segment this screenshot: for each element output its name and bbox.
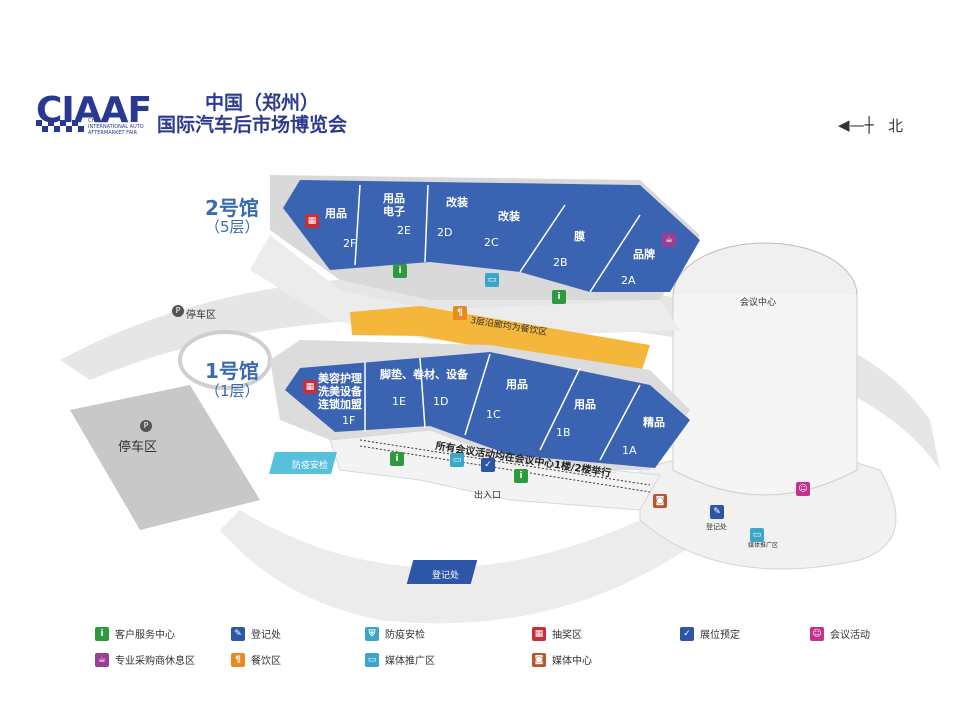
legend-item: ▭ 媒体推广区 <box>365 652 435 667</box>
hall2-floor <box>283 180 700 292</box>
title-line1: 中国（郑州） <box>205 92 320 114</box>
media-promo-small-label: 媒体推广区 <box>748 542 779 549</box>
zone-2f-code: 2F <box>343 237 357 250</box>
north-label: 北 <box>888 117 904 135</box>
hall2-title: 2号馆 <box>205 196 259 220</box>
meeting-icon: ☺ <box>810 626 824 641</box>
zone-2d-label[interactable]: 改装 <box>446 196 468 209</box>
legend-label: 餐饮区 <box>251 656 281 667</box>
hall1-floor-label: （1层） <box>205 382 260 400</box>
zone-2e-code: 2E <box>397 224 411 237</box>
legend-item: ¶ 餐饮区 <box>231 652 281 667</box>
zone-1d-code: 1D <box>433 395 449 408</box>
epidemic-check-label: 防疫安检 <box>292 461 329 471</box>
legend-item: i 客户服务中心 <box>95 626 175 641</box>
zone-1a-label[interactable]: 精品 <box>643 416 665 429</box>
parking-top-label: 停车区 <box>186 310 216 321</box>
media-center-icon[interactable]: ◙ <box>653 494 667 508</box>
zone-1f-code: 1F <box>342 414 356 427</box>
cup-icon[interactable]: ☕ <box>662 233 676 247</box>
legend-label: 媒体推广区 <box>385 656 435 667</box>
legend-label: 展位预定 <box>700 630 740 641</box>
info-icon[interactable]: i <box>393 264 407 278</box>
media-promo-icon[interactable]: ▭ <box>450 453 464 467</box>
hall1-plaza <box>329 429 661 511</box>
legend-item: ⛨ 防疫安检 <box>365 626 425 641</box>
outer-road-lower <box>220 510 700 624</box>
legend-item: ✎ 登记处 <box>231 626 281 641</box>
zone-2b-label[interactable]: 膜 <box>574 230 585 243</box>
media-promo-icon[interactable]: ▭ <box>485 273 499 287</box>
media-promo-icon[interactable]: ▭ <box>750 528 764 542</box>
zone-1c-label[interactable]: 用品 <box>506 378 528 391</box>
info-icon[interactable]: i <box>552 290 566 304</box>
legend-item: ▦ 抽奖区 <box>532 626 582 641</box>
legend-label: 客户服务中心 <box>115 630 175 641</box>
zone-1f-label[interactable]: 美容护理 洗美设备 连锁加盟 <box>318 372 362 411</box>
hall2-floor-label: （5层） <box>205 218 260 236</box>
media-center-icon: ◙ <box>532 652 546 667</box>
gift-icon: ▦ <box>532 626 546 641</box>
conference-center-label: 会议中心 <box>740 298 777 308</box>
legend-item: ☺ 会议活动 <box>810 626 870 641</box>
zone-2f-label[interactable]: 用品 <box>325 207 347 220</box>
gift-icon[interactable]: ▦ <box>303 380 317 394</box>
title-line2: 国际汽车后市场博览会 <box>157 114 348 136</box>
gift-icon[interactable]: ▦ <box>305 214 319 228</box>
legend-label: 媒体中心 <box>552 656 592 667</box>
legend-item: ◙ 媒体中心 <box>532 652 592 667</box>
zone-2c-code: 2C <box>484 236 499 249</box>
entrance-label: 出入口 <box>474 491 502 501</box>
zone-1b-label[interactable]: 用品 <box>574 398 596 411</box>
check-icon[interactable]: ✓ <box>481 458 495 472</box>
zone-1c-code: 1C <box>486 408 501 421</box>
registration-label: 登记处 <box>432 571 460 581</box>
dining-icon[interactable]: ¶ <box>453 306 467 320</box>
info-icon[interactable]: i <box>514 469 528 483</box>
zone-1e-label[interactable]: 脚垫、卷材、设备 <box>380 368 468 381</box>
logo-subtitle: CHINA INTERNATIONAL AUTO AFTERMARKET FAI… <box>88 118 144 136</box>
legend-label: 防疫安检 <box>385 630 425 641</box>
info-icon[interactable]: i <box>390 452 404 466</box>
north-arrow-icon: ◀—┼ <box>838 116 874 134</box>
parking-lot-left <box>70 385 260 530</box>
parking-icon-left: P <box>140 420 152 432</box>
pen-icon: ✎ <box>231 626 245 641</box>
legend-label: 会议活动 <box>830 630 870 641</box>
check-icon: ✓ <box>680 626 694 641</box>
parking-left-label: 停车区 <box>118 440 158 455</box>
hall1-title: 1号馆 <box>205 359 259 383</box>
zone-1e-code: 1E <box>392 395 406 408</box>
info-icon: i <box>95 626 109 641</box>
conference-dome-body <box>672 295 858 496</box>
parking-icon-top: P <box>172 305 184 317</box>
zone-2b-code: 2B <box>553 256 568 269</box>
logo-checker-lower <box>36 126 84 132</box>
legend-item: ☕ 专业采购商休息区 <box>95 652 195 667</box>
legend-item: ✓ 展位预定 <box>680 626 740 641</box>
zone-2d-code: 2D <box>437 226 453 239</box>
zone-1a-code: 1A <box>622 444 637 457</box>
legend-label: 专业采购商休息区 <box>115 656 195 667</box>
zone-2c-label[interactable]: 改装 <box>498 210 520 223</box>
zone-2a-code: 2A <box>621 274 636 287</box>
registration-small-label: 登记处 <box>706 523 727 531</box>
media-promo-icon: ▭ <box>365 652 379 667</box>
meeting-icon[interactable]: ☺ <box>796 482 810 496</box>
logo-text: CIAAF <box>36 90 152 131</box>
zone-2e-label[interactable]: 用品 电子 <box>383 192 405 218</box>
dining-icon: ¶ <box>231 652 245 667</box>
pen-icon[interactable]: ✎ <box>710 505 724 519</box>
shield-icon: ⛨ <box>365 626 379 641</box>
zone-2a-label[interactable]: 品牌 <box>633 248 655 261</box>
cup-icon: ☕ <box>95 652 109 667</box>
hall1-floor <box>285 352 690 468</box>
legend-label: 登记处 <box>251 630 281 641</box>
legend-label: 抽奖区 <box>552 630 582 641</box>
zone-1b-code: 1B <box>556 426 571 439</box>
